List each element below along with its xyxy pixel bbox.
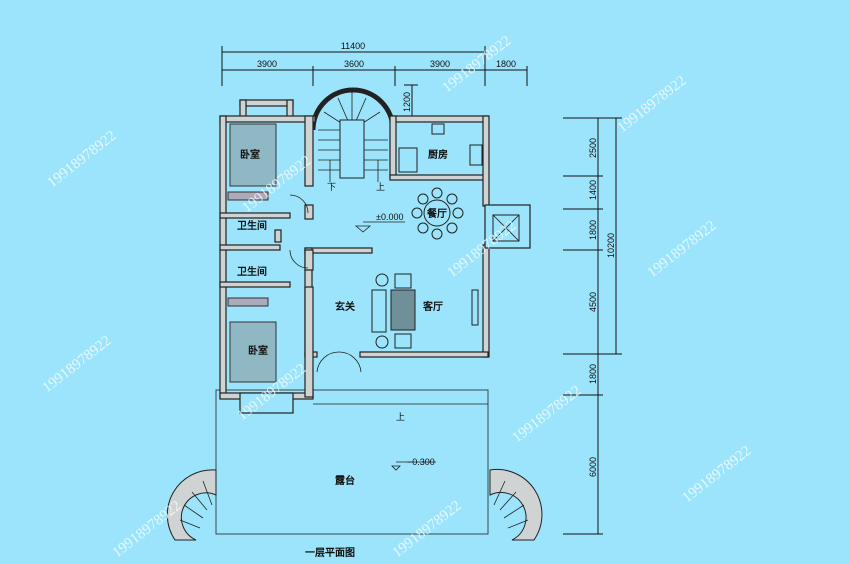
plan-title: 一层平面图	[305, 547, 355, 559]
furniture	[227, 123, 520, 471]
terrace-outline	[215, 389, 489, 535]
room-label-bedroom-1: 卧室	[240, 148, 260, 161]
room-label-terrace: 露台	[335, 474, 355, 487]
dim-segment: 1800	[588, 220, 598, 240]
right-dimensions: 2500 1400 1800 4500 1800 6000 10200	[563, 117, 622, 535]
level-floor: ±0.000	[376, 212, 403, 222]
dim-stair-offset: 1200	[402, 92, 412, 112]
stair-down-label: 下	[327, 182, 336, 192]
room-label-dining: 餐厅	[426, 207, 447, 220]
stair-up-label: 上	[376, 182, 385, 192]
dim-segment: 1800	[496, 59, 516, 69]
dim-segment: 1800	[588, 364, 598, 384]
room-label-foyer: 玄关	[335, 300, 355, 313]
terrace-up-label: 上	[396, 412, 405, 422]
dim-segment: 3600	[344, 59, 364, 69]
room-label-bedroom-2: 卧室	[248, 344, 268, 357]
spiral-stair-left	[166, 469, 217, 541]
room-label-bathroom-1: 卫生间	[237, 219, 267, 232]
dim-segment: 3900	[430, 59, 450, 69]
dim-segment: 6000	[588, 457, 598, 477]
dim-total-width: 11400	[341, 41, 365, 51]
main-stair	[310, 87, 396, 182]
room-label-bathroom-2: 卫生间	[237, 265, 267, 278]
spiral-stair-right	[489, 468, 543, 541]
dim-segment: 4500	[588, 292, 598, 312]
dim-segment: 3900	[257, 59, 277, 69]
walls	[219, 99, 531, 414]
dim-total-depth: 10200	[606, 233, 616, 258]
room-label-living: 客厅	[422, 300, 443, 313]
level-terrace: −0.300	[407, 457, 435, 467]
dim-segment: 2500	[588, 138, 598, 158]
dim-segment: 1400	[588, 180, 598, 200]
top-dimensions: 11400 3900 3600 3900 1800 1200	[221, 41, 528, 118]
room-label-kitchen: 厨房	[428, 148, 448, 161]
